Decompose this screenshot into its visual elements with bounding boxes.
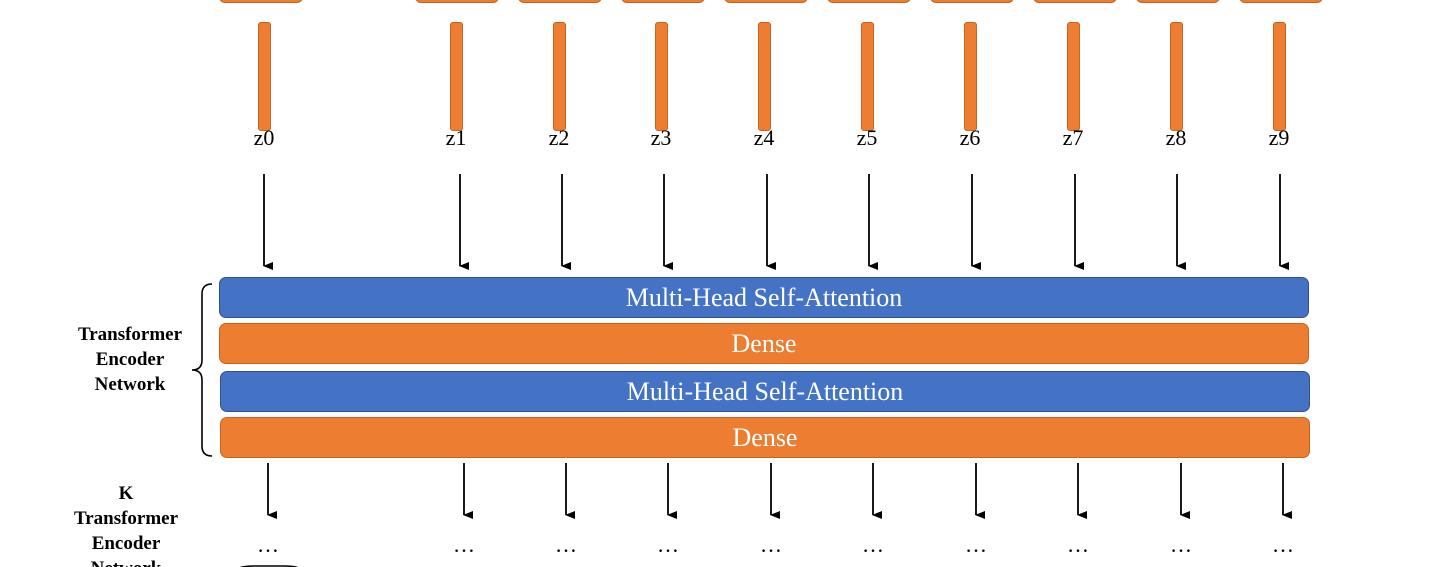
- token-bar-z0: [258, 22, 271, 131]
- token-bar-z1: [450, 22, 463, 131]
- token-bar-z3: [655, 22, 668, 131]
- token-bar-z4: [758, 22, 771, 131]
- token-bar-z7: [1067, 22, 1080, 131]
- token-label-z6: z6: [959, 125, 981, 150]
- token-bar-z8: [1170, 22, 1183, 131]
- token-label-z3: z3: [650, 125, 672, 150]
- repeat-brace-top: [239, 565, 299, 567]
- token-label-z5: z5: [856, 125, 878, 150]
- ellipsis-z9: …: [1272, 532, 1294, 557]
- arrows-from-encoder: [267, 463, 1292, 519]
- ellipsis-z5: …: [862, 532, 884, 557]
- dense-layer-1: Dense: [219, 323, 1309, 364]
- ellipsis-z7: …: [1067, 532, 1089, 557]
- token-label-z7: z7: [1062, 125, 1084, 150]
- ellipsis-z8: …: [1170, 532, 1192, 557]
- token-bar-z9: [1273, 22, 1286, 131]
- encoder-label-line1: Transformer: [77, 324, 183, 345]
- token-label-z4: z4: [753, 125, 775, 150]
- token-bar-z2: [553, 22, 566, 131]
- attention-layer-1: Multi-Head Self-Attention: [219, 277, 1309, 318]
- token-label-z9: z9: [1268, 125, 1290, 150]
- token-label-z0: z0: [253, 125, 275, 150]
- token-bar-z5: [861, 22, 874, 131]
- attention-layer-2: Multi-Head Self-Attention: [220, 371, 1310, 412]
- ellipsis-z1: …: [453, 532, 475, 557]
- token-label-z8: z8: [1165, 125, 1187, 150]
- repeat-label-line1: K: [118, 483, 134, 504]
- repeat-label: K Transformer Encoder Network: [64, 481, 188, 567]
- encoder-label: Transformer Encoder Network: [68, 322, 192, 397]
- ellipsis-z0: …: [257, 532, 279, 557]
- encoder-brace: [191, 283, 213, 457]
- ellipsis-z3: …: [657, 532, 679, 557]
- arrows-to-encoder: [263, 174, 1289, 270]
- token-label-z1: z1: [445, 125, 467, 150]
- encoder-label-line2: Encoder: [95, 349, 165, 370]
- dense-layer-2: Dense: [220, 417, 1310, 458]
- ellipsis-z4: …: [760, 532, 782, 557]
- repeat-label-line4: Network: [64, 556, 188, 567]
- repeat-label-line3: Encoder: [91, 533, 161, 554]
- ellipsis-z6: …: [965, 532, 987, 557]
- token-bar-z6: [964, 22, 977, 131]
- repeat-label-line2: Transformer: [73, 508, 179, 529]
- token-label-z2: z2: [548, 125, 570, 150]
- ellipsis-z2: …: [555, 532, 577, 557]
- encoder-label-line3: Network: [94, 374, 166, 395]
